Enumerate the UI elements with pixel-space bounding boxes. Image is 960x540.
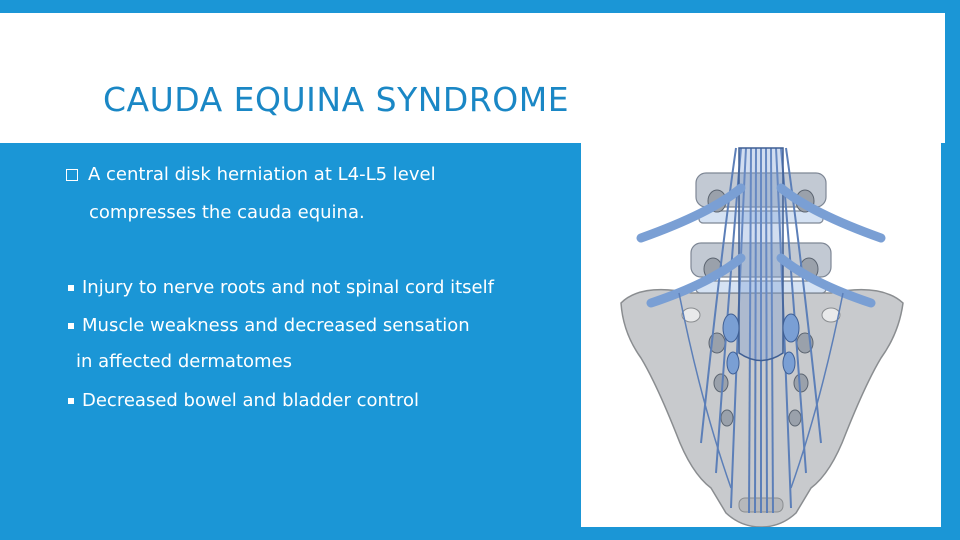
bullet-text: in affected dermatomes [76, 351, 293, 372]
main-point-line2: compresses the cauda equina. [89, 202, 365, 223]
bullet-item: Injury to nerve roots and not spinal cor… [68, 277, 494, 298]
cauda-equina-illustration [581, 143, 941, 527]
bullet-continuation: in affected dermatomes [76, 351, 292, 372]
slide-title: CAUDA EQUINA SYNDROME [103, 80, 570, 120]
square-bullet-icon [68, 397, 74, 404]
spine-diagram [620, 147, 904, 527]
bullet-text: Injury to nerve roots and not spinal cor… [82, 277, 494, 298]
bullet-text: Muscle weakness and decreased sensation [82, 315, 470, 336]
bullet-item: Decreased bowel and bladder control [68, 390, 419, 411]
bullet-text: Decreased bowel and bladder control [82, 390, 419, 411]
main-point-line1: A central disk herniation at L4-L5 level [66, 164, 436, 185]
main-point-text-2: compresses the cauda equina. [89, 202, 365, 223]
main-point-text-1: A central disk herniation at L4-L5 level [88, 164, 436, 185]
checkbox-bullet-icon [66, 168, 78, 181]
bullet-item: Muscle weakness and decreased sensation [68, 315, 470, 336]
title-panel [0, 13, 945, 143]
square-bullet-icon [68, 284, 74, 291]
square-bullet-icon [68, 322, 74, 329]
